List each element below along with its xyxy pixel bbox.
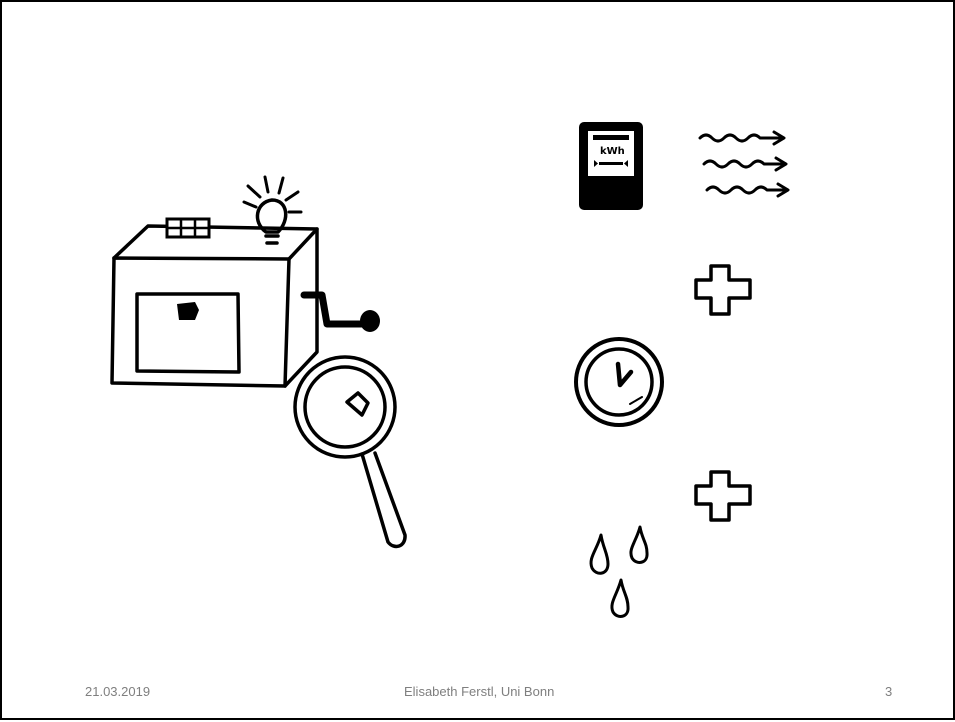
magnifying-glass-icon [295, 357, 405, 546]
plus-icon [696, 266, 750, 314]
page-number: 3 [885, 684, 892, 699]
water-drops-icon [591, 527, 647, 616]
clock-icon [576, 339, 662, 425]
footer-date: 21.03.2019 [85, 684, 150, 699]
footer-author: Elisabeth Ferstl, Uni Bonn [404, 684, 554, 699]
crank-machine-icon [112, 219, 380, 386]
wavy-arrows-icon [700, 132, 788, 196]
lightbulb-icon [244, 177, 301, 243]
meter-unit-label: kWh [600, 146, 625, 157]
electricity-meter-icon: kWh [579, 122, 643, 210]
plus-icon [696, 472, 750, 520]
